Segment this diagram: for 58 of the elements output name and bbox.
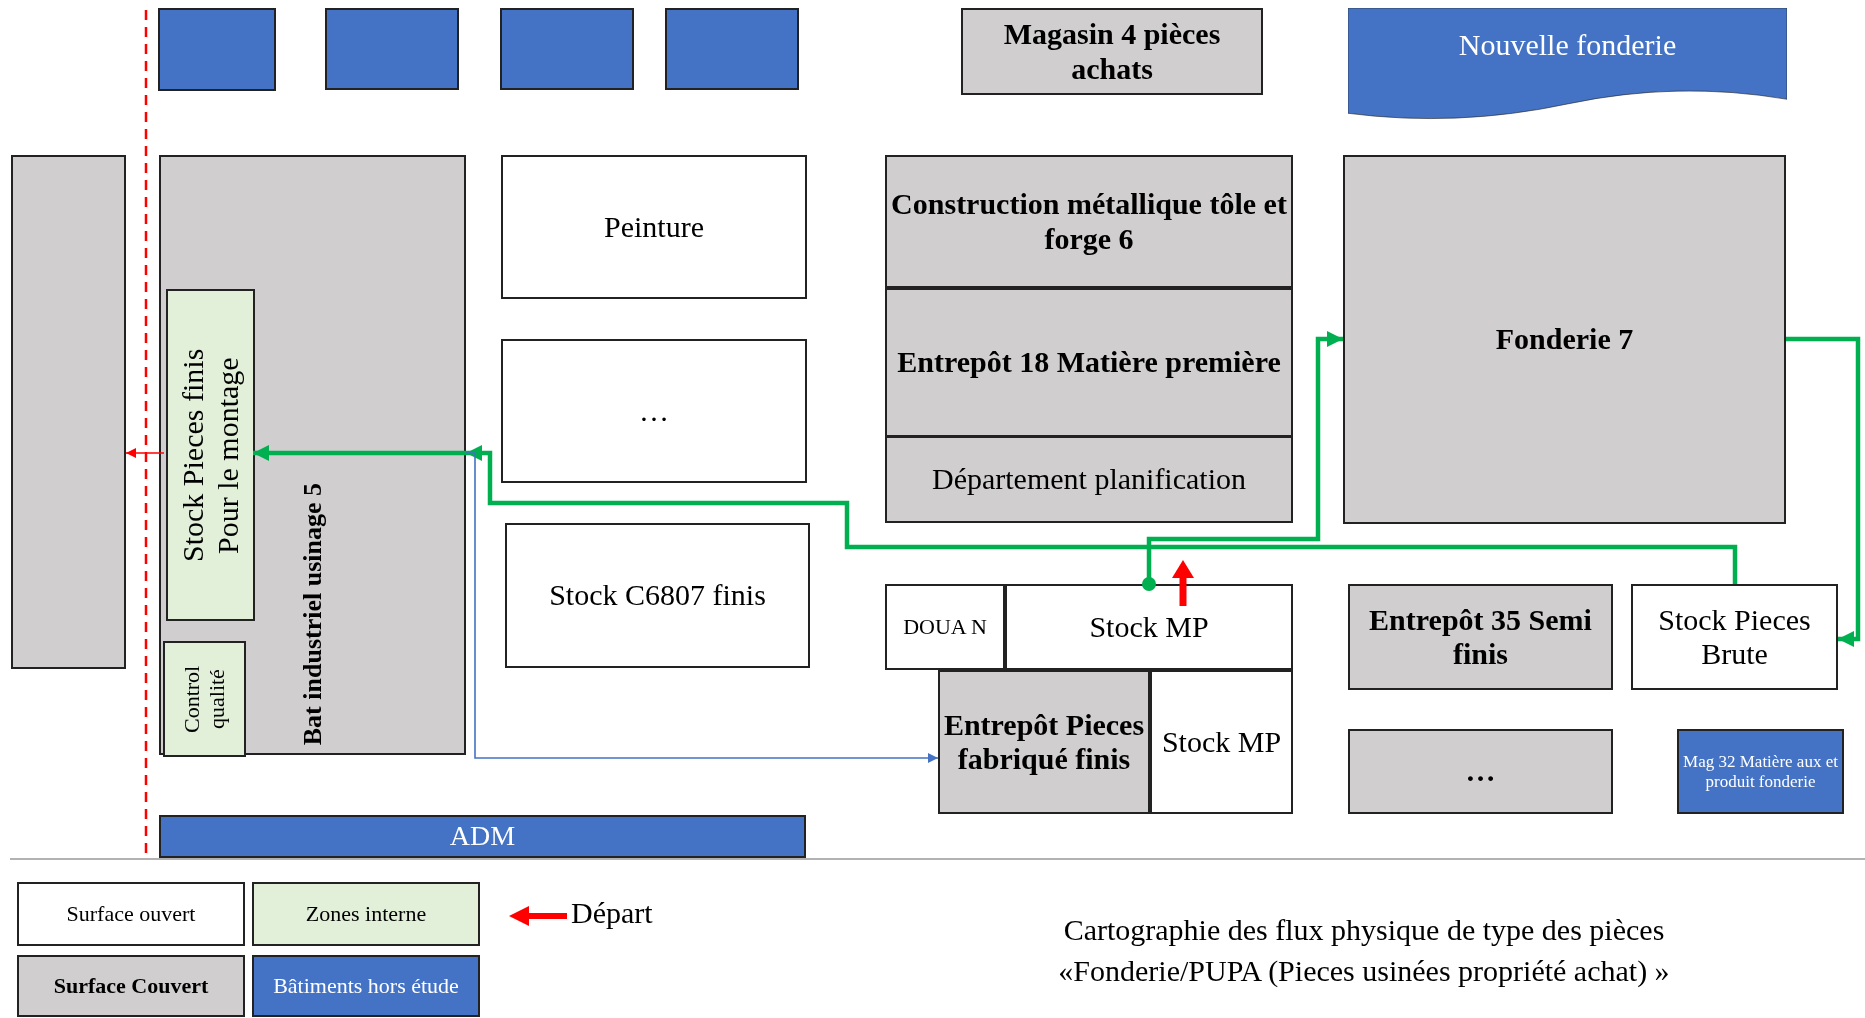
area-label: Entrepôt 18 Matière première [897, 345, 1281, 380]
area-label: Construction métallique tôle et forge 6 [890, 187, 1288, 256]
area-box [1150, 670, 1293, 814]
area-box [500, 8, 634, 90]
area-box [501, 155, 807, 299]
area-box [885, 584, 1005, 670]
area-box [1348, 584, 1613, 690]
area-label: Mag 32 Matière aux et produit fonderie [1682, 751, 1839, 792]
area-box [159, 815, 806, 858]
area-label: DOUA N [903, 614, 987, 640]
area-label: Département planification [931, 462, 1246, 497]
area-label: Entrepôt 35 Semi finis [1368, 602, 1593, 672]
flow-arrow [1786, 336, 1861, 647]
legend-label: Surface Couvert [53, 972, 209, 1000]
area-box [1348, 729, 1613, 814]
area-label: Nouvelle fonderie [1458, 28, 1677, 63]
area-label: Stock MP [1161, 724, 1282, 760]
area-label: Stock MP [1089, 609, 1209, 645]
area-box [961, 8, 1263, 95]
flow-arrow [465, 452, 939, 763]
flow-arrow [253, 445, 466, 461]
flow-arrow [125, 448, 165, 458]
area-box [885, 288, 1293, 437]
legend-label: Zones interne [305, 900, 427, 928]
area-box [665, 8, 799, 90]
legend-label: Surface ouvert [66, 900, 196, 928]
area-box [166, 289, 255, 621]
area-label: Magasin 4 pièces achats [1002, 17, 1222, 86]
area-box [885, 155, 1293, 288]
area-label: Stock C6807 finis [549, 578, 766, 613]
area-box [163, 641, 246, 757]
area-label: Fonderie 7 [1495, 322, 1634, 357]
area-box [158, 8, 276, 91]
area-label: ADM [449, 820, 516, 853]
caption: Cartographie des flux physique de type des pièces «Fonderie/PUPA (Pieces usinées propriété achat) » [1057, 912, 1671, 989]
area-label: Peinture [604, 209, 704, 245]
area-box [501, 339, 807, 483]
area-label: Control qualité [179, 664, 230, 735]
area-label: Bat industriel usinage 5 [297, 482, 328, 745]
area-box [1631, 584, 1838, 690]
flow-arrow [1142, 331, 1343, 591]
area-label: Stock Pieces finis Pour le montage [176, 347, 245, 564]
area-label: Entrepôt Pieces fabriqué finis [942, 707, 1146, 777]
area-box [505, 523, 810, 668]
area-label: … [1465, 754, 1496, 789]
legend-label: Départ [571, 896, 653, 930]
area-box [1677, 729, 1844, 814]
area-box [885, 436, 1293, 523]
area-box [1005, 584, 1293, 670]
area-box [11, 155, 126, 669]
area-box [1343, 155, 1786, 524]
area-label: Stock Pieces Brute [1657, 602, 1812, 672]
legend-label: Bâtiments hors étude [273, 972, 459, 1000]
area-label: … [639, 393, 669, 429]
flow-arrow [466, 445, 1738, 584]
area-box [325, 8, 459, 90]
area-box [938, 670, 1150, 814]
area-box [159, 155, 466, 755]
